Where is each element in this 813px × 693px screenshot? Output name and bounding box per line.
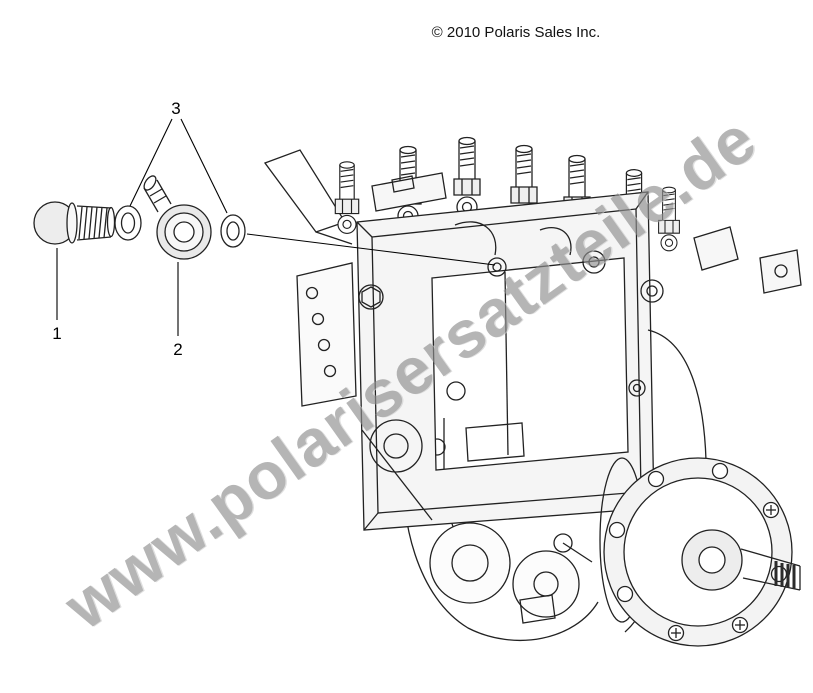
callout-lines — [56, 118, 496, 336]
callout-label-2: 2 — [173, 340, 183, 359]
loose-parts — [33, 175, 246, 260]
fitting-part — [143, 175, 212, 260]
engine-right-brackets — [693, 226, 802, 294]
callout-3-line-right — [180, 118, 228, 214]
washer-part-right — [220, 214, 246, 248]
engine-drive-flange — [603, 457, 801, 647]
engine-left-plate — [296, 262, 357, 407]
callout-label-1: 1 — [52, 324, 62, 343]
washer-part-left — [114, 205, 142, 241]
engine-main-frame — [356, 191, 655, 531]
copyright-notice: © 2010 Polaris Sales Inc. — [431, 24, 601, 41]
plug-part — [33, 201, 116, 245]
assembly-leader-line — [246, 233, 496, 266]
callout-label-3: 3 — [171, 99, 181, 118]
engine-assembly — [263, 136, 802, 647]
callout-3-line-left — [129, 118, 173, 207]
engine-top-box — [371, 172, 447, 212]
engine-mid-details — [358, 221, 664, 521]
engine-top-left-bracket — [263, 149, 353, 245]
